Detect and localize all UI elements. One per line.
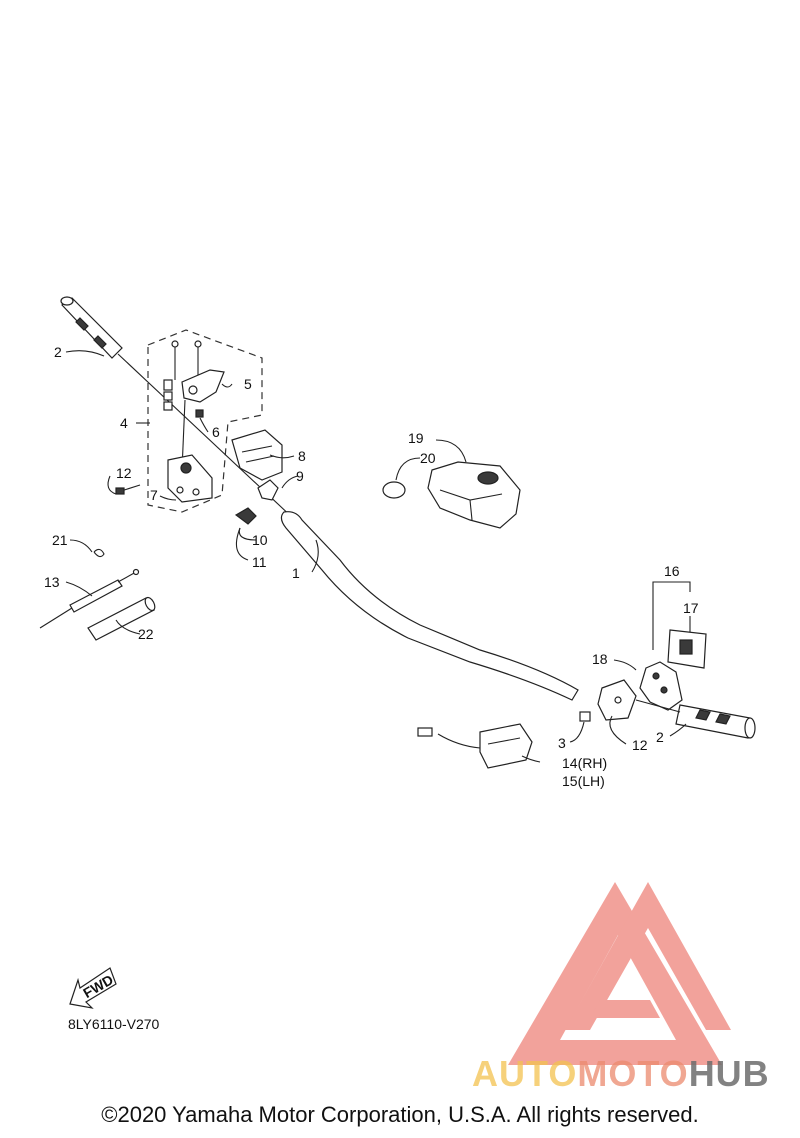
diagram-code: 8LY6110-V270 <box>68 1016 160 1032</box>
watermark-logo <box>508 882 731 1065</box>
copyright-notice: ©2020 Yamaha Motor Corporation, U.S.A. A… <box>101 1102 699 1127</box>
bracket-7 <box>167 454 213 503</box>
callout-20: 20 <box>420 450 436 466</box>
part-10 <box>234 507 257 525</box>
callout-12-right: 12 <box>632 737 648 753</box>
decal-17 <box>667 629 707 669</box>
watermark-part-c: HUB <box>688 1053 770 1094</box>
fwd-arrow: FWD <box>69 967 117 1009</box>
switch-14-15 <box>417 723 533 769</box>
callout-4: 4 <box>120 415 128 431</box>
watermark-part-b: MOTO <box>577 1053 689 1094</box>
callout-8: 8 <box>298 448 306 464</box>
cable-13 <box>39 568 140 629</box>
watermark-text: AUTOMOTOHUB <box>472 1053 770 1095</box>
watermark-part-a: AUTO <box>472 1053 578 1094</box>
assembly-4-dashed-box <box>147 329 263 513</box>
leader-lines <box>65 350 691 763</box>
callout-1: 1 <box>292 565 300 581</box>
callout-13: 13 <box>44 574 60 590</box>
callout-17: 17 <box>683 600 699 616</box>
lever-5 <box>181 369 225 403</box>
right-grip <box>675 704 756 739</box>
left-grip <box>60 296 123 359</box>
ring-20 <box>382 481 406 499</box>
callout-10: 10 <box>252 532 268 548</box>
callout-5: 5 <box>244 376 252 392</box>
callout-11: 11 <box>252 554 267 570</box>
callout-19: 19 <box>408 430 424 446</box>
callout-7: 7 <box>150 487 158 503</box>
nut-6 <box>195 409 204 418</box>
callout-2-left: 2 <box>54 344 62 360</box>
callout-12-left: 12 <box>116 465 132 481</box>
clip-9 <box>257 479 279 501</box>
sleeve-22 <box>87 596 156 641</box>
lever-bolts <box>171 340 202 380</box>
callout-18: 18 <box>592 651 608 667</box>
callout-9: 9 <box>296 468 304 484</box>
screw-12-left <box>115 487 125 495</box>
spacers <box>163 379 173 411</box>
callout-21: 21 <box>52 532 68 548</box>
cover-19 <box>427 461 521 529</box>
callout-3: 3 <box>558 735 566 751</box>
callout-2-right: 2 <box>656 729 664 745</box>
plate-18 <box>597 679 637 721</box>
clip-21 <box>93 548 105 558</box>
callout-16: 16 <box>664 563 680 579</box>
part-3 <box>579 711 591 722</box>
callout-14: 14(RH) <box>562 755 607 771</box>
callout-15: 15(LH) <box>562 773 605 789</box>
callout-22: 22 <box>138 626 154 642</box>
housing-8 <box>231 429 283 481</box>
handlebar-hose <box>280 511 579 701</box>
switch-housing-16 <box>639 661 683 711</box>
callout-6: 6 <box>212 424 220 440</box>
